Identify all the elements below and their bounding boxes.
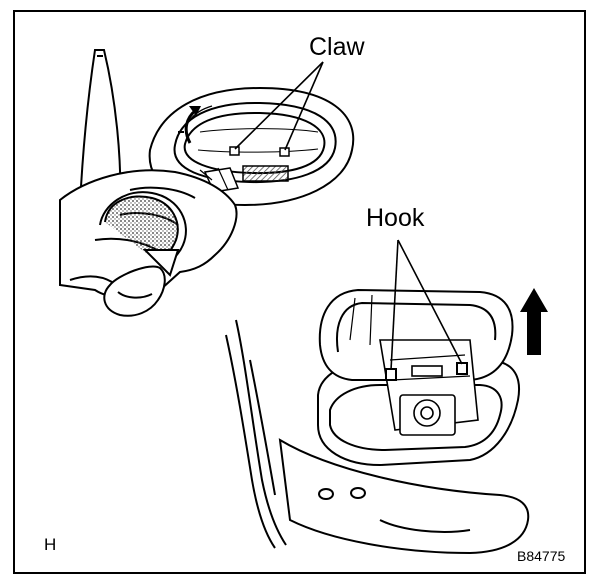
figure-code: B84775 <box>517 548 566 564</box>
mirror-actuator-base <box>379 339 479 436</box>
rotate-arrow-large-icon <box>99 191 187 277</box>
lift-arrow-icon <box>520 288 548 355</box>
claw-callout-label: Claw <box>309 33 365 61</box>
heater-connector <box>242 165 289 182</box>
view-letter: H <box>44 535 57 554</box>
hook-leader-lines <box>390 239 463 371</box>
rotate-arrow-small-icon <box>184 106 201 144</box>
hook-right-marker <box>456 362 468 375</box>
claw-leader-lines <box>234 61 324 151</box>
claw-left-marker <box>229 146 240 156</box>
door-base <box>278 438 530 555</box>
hook-callout-label: Hook <box>366 204 425 232</box>
hook-left-marker <box>385 368 397 381</box>
claw-right-marker <box>279 147 290 157</box>
door-pillar-lower <box>225 319 287 549</box>
